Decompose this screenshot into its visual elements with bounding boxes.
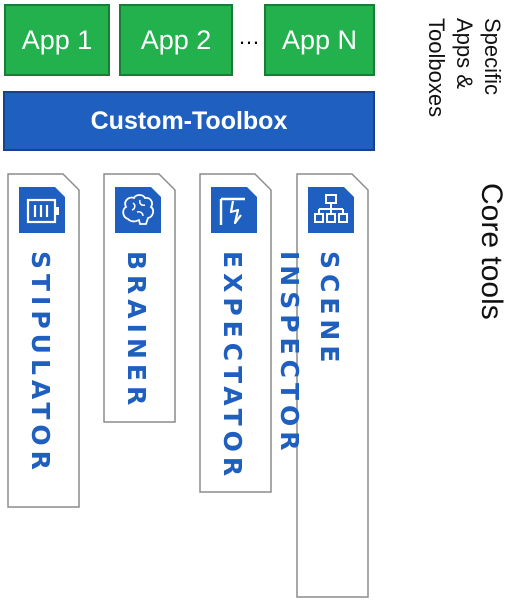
tool-name-brainer: BRAINER xyxy=(122,251,151,411)
tool-name-stipulator: STIPULATOR xyxy=(26,251,55,475)
app-1-box: App 1 xyxy=(4,4,110,76)
tool-card-frame xyxy=(296,173,369,598)
core-tools-label: Core tools xyxy=(475,183,508,320)
lightning-bracket-icon xyxy=(211,187,257,233)
apps-ellipsis: … xyxy=(238,24,260,49)
tool-card-frame xyxy=(103,173,176,423)
tool-name-scene-inspector: SCENE INSPECTOR xyxy=(275,251,344,456)
tool-name-expectator: EXPECTATOR xyxy=(218,251,247,482)
specific-apps-toolboxes-label: Specific Apps & Toolboxes xyxy=(424,18,505,118)
tool-card-frame xyxy=(7,173,80,508)
hierarchy-icon xyxy=(308,187,354,233)
custom-toolbox-bar: Custom-Toolbox xyxy=(3,91,375,151)
battery-list-icon xyxy=(19,187,65,233)
brain-icon xyxy=(115,187,161,233)
tool-card-frame xyxy=(199,173,272,493)
app-2-box: App 2 xyxy=(119,4,233,76)
app-n-box: App N xyxy=(264,4,375,76)
